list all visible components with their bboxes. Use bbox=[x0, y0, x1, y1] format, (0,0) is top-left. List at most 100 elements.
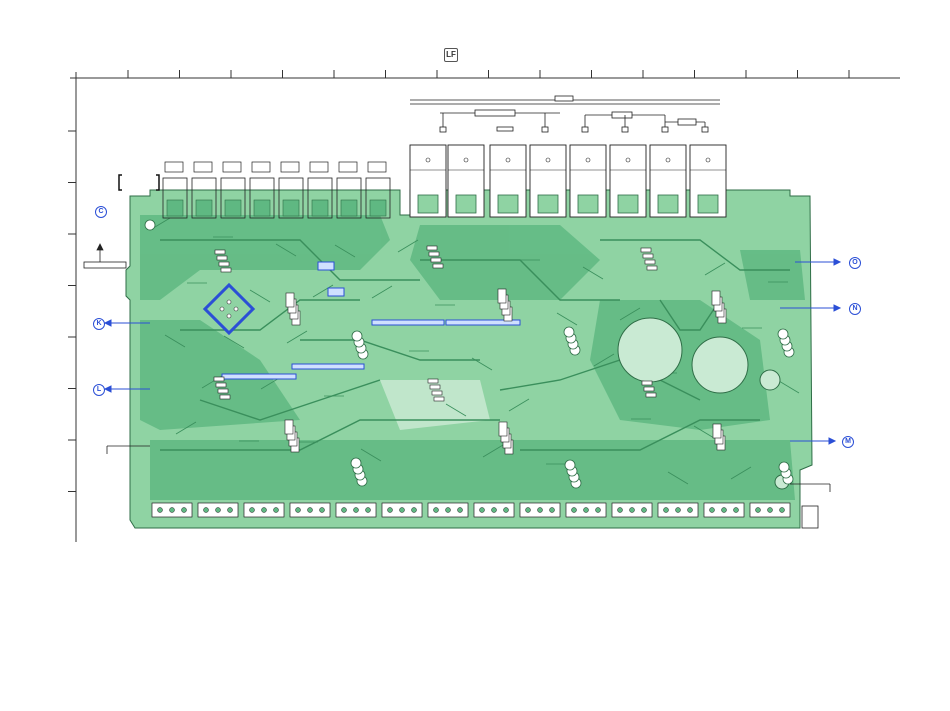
terminal-pin bbox=[676, 508, 681, 513]
resistor bbox=[215, 250, 225, 254]
connector-label-box bbox=[368, 162, 386, 172]
jack-pad bbox=[578, 195, 598, 213]
jack-pad bbox=[456, 195, 476, 213]
rca-jack bbox=[650, 145, 686, 217]
rca-jack bbox=[690, 145, 726, 217]
resistor bbox=[431, 258, 441, 262]
resistor bbox=[428, 379, 438, 383]
connector-tag-m: M bbox=[842, 436, 854, 448]
resistor bbox=[220, 395, 230, 399]
jack-hole bbox=[666, 158, 670, 162]
jack-pad bbox=[418, 195, 438, 213]
ic-part bbox=[285, 420, 293, 434]
ic-part bbox=[712, 291, 720, 305]
resistor bbox=[647, 266, 657, 270]
terminal-group bbox=[336, 503, 376, 517]
connector-tag-o: O bbox=[849, 257, 861, 269]
terminal-pin bbox=[262, 508, 267, 513]
resistor bbox=[645, 260, 655, 264]
resistor bbox=[429, 252, 439, 256]
terminal-group bbox=[750, 503, 790, 517]
terminal-group bbox=[612, 503, 652, 517]
terminal-pin bbox=[354, 508, 359, 513]
connector-label-box bbox=[194, 162, 212, 172]
connector-pad bbox=[196, 200, 212, 216]
terminal-pin bbox=[618, 508, 623, 513]
terminal-group bbox=[658, 503, 698, 517]
terminal-pin bbox=[400, 508, 405, 513]
terminal-pin bbox=[182, 508, 187, 513]
terminal-pin bbox=[504, 508, 509, 513]
terminal-group bbox=[566, 503, 606, 517]
rca-jack bbox=[490, 145, 526, 217]
terminal-pin bbox=[446, 508, 451, 513]
resistor bbox=[218, 389, 228, 393]
terminal-group bbox=[474, 503, 514, 517]
jack-hole bbox=[586, 158, 590, 162]
terminal-pin bbox=[320, 508, 325, 513]
jack-hole bbox=[626, 158, 630, 162]
terminal-group bbox=[704, 503, 744, 517]
jack-hole bbox=[546, 158, 550, 162]
connector-pad bbox=[254, 200, 270, 216]
top-ruler-ticks bbox=[128, 70, 849, 78]
jack-hole bbox=[426, 158, 430, 162]
connector-label-box bbox=[165, 162, 183, 172]
terminal-pin bbox=[596, 508, 601, 513]
resistor bbox=[434, 397, 444, 401]
terminal-pin bbox=[572, 508, 577, 513]
terminal-pin bbox=[584, 508, 589, 513]
terminal-pin bbox=[366, 508, 371, 513]
connector-tag-n: N bbox=[849, 303, 861, 315]
terminal-pin bbox=[458, 508, 463, 513]
connector-label-box bbox=[252, 162, 270, 172]
terminal-pin bbox=[158, 508, 163, 513]
terminal-pin bbox=[342, 508, 347, 513]
resistor bbox=[217, 256, 227, 260]
terminal-group bbox=[198, 503, 238, 517]
rca-jack bbox=[530, 145, 566, 217]
jack-hole bbox=[464, 158, 468, 162]
resistor bbox=[433, 264, 443, 268]
terminal-pin bbox=[768, 508, 773, 513]
terminal-pin bbox=[734, 508, 739, 513]
terminal-pin bbox=[228, 508, 233, 513]
terminal-pin bbox=[756, 508, 761, 513]
terminal-pin bbox=[538, 508, 543, 513]
terminal-pin bbox=[434, 508, 439, 513]
resistor bbox=[641, 248, 651, 252]
jack-pad bbox=[658, 195, 678, 213]
capacitor bbox=[351, 458, 361, 468]
ic-part bbox=[499, 422, 507, 436]
connector-label-box bbox=[310, 162, 328, 172]
rca-jack bbox=[570, 145, 606, 217]
terminal-pin bbox=[550, 508, 555, 513]
left-ruler-ticks bbox=[68, 131, 76, 492]
connector-tag-k: K bbox=[93, 318, 105, 330]
jack-hole bbox=[506, 158, 510, 162]
jack-hole bbox=[706, 158, 710, 162]
terminal-pin bbox=[204, 508, 209, 513]
connector-pad bbox=[225, 200, 241, 216]
terminal-pin bbox=[250, 508, 255, 513]
jack-pad bbox=[698, 195, 718, 213]
resistor bbox=[432, 391, 442, 395]
resistor bbox=[219, 262, 229, 266]
terminal-group bbox=[520, 503, 560, 517]
connector-label-box bbox=[281, 162, 299, 172]
ic-part bbox=[286, 293, 294, 307]
terminal-pin bbox=[526, 508, 531, 513]
resistor bbox=[644, 387, 654, 391]
connector-pad bbox=[341, 200, 357, 216]
connector-label-box bbox=[339, 162, 357, 172]
terminal-pin bbox=[480, 508, 485, 513]
resistor bbox=[646, 393, 656, 397]
resistor bbox=[216, 383, 226, 387]
jack-pad bbox=[618, 195, 638, 213]
connector-pad bbox=[312, 200, 328, 216]
ic-part bbox=[713, 424, 721, 438]
capacitor bbox=[145, 220, 155, 230]
bracket bbox=[119, 175, 159, 190]
resistor bbox=[642, 381, 652, 385]
